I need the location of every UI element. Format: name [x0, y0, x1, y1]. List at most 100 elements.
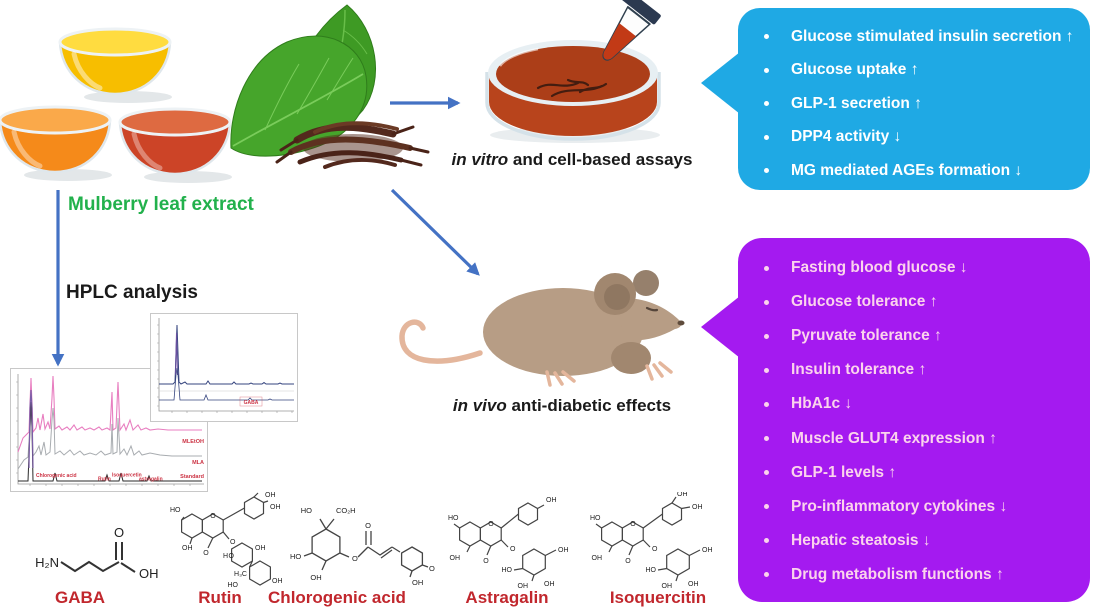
atom-label: HO	[502, 567, 513, 574]
atom-label: HO	[301, 506, 312, 515]
structure-chlorogenic-acid: HO CO₂H HO OH O O OH OH	[290, 506, 435, 587]
extract-bowls-illustration	[0, 27, 232, 183]
bullet-dot	[764, 265, 769, 271]
atom-label: OH	[558, 547, 569, 554]
atom-label: OH	[270, 504, 281, 511]
bullet-item: Drug metabolism functions ↑	[738, 558, 1090, 592]
mouse-feet	[545, 361, 673, 387]
arrow-to-invivo	[390, 188, 480, 276]
invivo-caption-italic: in vivo	[452, 396, 507, 415]
bullet-item: Glucose stimulated insulin secretion ↑	[738, 20, 1090, 54]
standard-trace-1	[159, 324, 294, 385]
invivo-bullet-list: Fasting blood glucose ↓ Glucose tolerance…	[738, 238, 1090, 592]
invivo-bubble-tail	[701, 296, 740, 358]
invitro-bubble-tail	[701, 52, 740, 114]
mouse-nose	[677, 320, 685, 326]
atom-label: H₂N	[35, 555, 59, 570]
atom-label: OH	[662, 583, 673, 588]
bullet-item: Pro-inflammatory cytokines ↓	[738, 490, 1090, 524]
bullet-item: Pyruvate tolerance ↑	[738, 319, 1090, 353]
atom-label: O	[230, 539, 236, 546]
bullet-dot	[764, 134, 769, 140]
invivo-caption: in vivo anti-diabetic effects	[422, 396, 702, 416]
invitro-bullet-list: Glucose stimulated insulin secretion ↑ Gl…	[738, 8, 1090, 188]
atom-label: OH	[255, 545, 266, 552]
atom-label: O	[203, 550, 209, 557]
bullet-dot	[764, 538, 769, 544]
atom-label: OH	[518, 583, 529, 588]
tissue-sample	[536, 78, 608, 98]
mulberry-extract-label: Mulberry leaf extract	[68, 194, 254, 215]
atom-label: OH	[182, 545, 193, 552]
peak-label-rutin: Rutin	[98, 477, 111, 483]
peak-label-isoquercetin: Isoquercetin	[112, 473, 142, 479]
atom-label: OH	[592, 555, 603, 562]
mouse-ear-far	[633, 270, 659, 296]
bullet-text: Glucose uptake ↑	[791, 61, 919, 79]
bullet-dot	[764, 572, 769, 578]
bullet-item: HbA1c ↓	[738, 387, 1090, 421]
trace-mla	[17, 407, 202, 470]
bullet-dot	[764, 34, 769, 40]
mouse-illustration	[399, 270, 685, 387]
bullet-text: Glucose tolerance ↑	[791, 293, 938, 311]
bullet-dot	[764, 168, 769, 174]
trace-label-standard: Standard	[180, 474, 204, 480]
mouse-eye	[645, 306, 659, 312]
bullet-text: Pyruvate tolerance ↑	[791, 327, 942, 345]
bullet-dot	[764, 333, 769, 339]
bullet-text: Muscle GLUT4 expression ↑	[791, 429, 997, 447]
orange-bowl	[0, 105, 112, 181]
peak-label-astragalin: astragalin	[139, 477, 163, 483]
hplc-chromatogram-standard: GABA	[150, 313, 298, 422]
bullet-dot	[764, 470, 769, 476]
invitro-caption-rest: and cell-based assays	[508, 150, 693, 169]
red-bowl	[118, 107, 232, 183]
bullet-item: Hepatic steatosis ↓	[738, 524, 1090, 558]
invitro-caption: in vitro and cell-based assays	[432, 150, 712, 170]
bullet-text: Pro-inflammatory cytokines ↓	[791, 497, 1008, 515]
atom-label: O	[488, 521, 494, 528]
bullet-item: MG mediated AGEs formation ↓	[738, 154, 1090, 188]
standard-trace-2	[159, 367, 294, 401]
atom-label: O	[352, 554, 358, 563]
bullet-dot	[764, 67, 769, 73]
bullet-text: DPP4 activity ↓	[791, 128, 902, 146]
bullet-text: Hepatic steatosis ↓	[791, 531, 931, 549]
atom-label: O	[510, 546, 516, 553]
atom-label: OH	[265, 492, 276, 499]
invitro-results-bubble: Glucose stimulated insulin secretion ↑ Gl…	[701, 8, 1090, 190]
bullet-item: Glucose tolerance ↑	[738, 285, 1090, 319]
compound-name-isoquercitin: Isoquercitin	[609, 588, 707, 607]
bullet-text: GLP-1 secretion ↑	[791, 94, 922, 112]
atom-label: O	[483, 558, 489, 565]
bullet-text: Insulin tolerance ↑	[791, 361, 927, 379]
atom-label: OH	[412, 578, 423, 587]
compound-name-astragalin: Astragalin	[465, 588, 549, 607]
atom-label: OH	[544, 581, 555, 588]
atom-label: HO	[590, 515, 601, 522]
mouse-tail	[399, 319, 483, 364]
bullet-item: Insulin tolerance ↑	[738, 353, 1090, 387]
bullet-dot	[764, 504, 769, 510]
bullet-item: GLP-1 secretion ↑	[738, 87, 1090, 121]
bullet-text: HbA1c ↓	[791, 395, 853, 413]
atom-label: OH	[450, 555, 461, 562]
trace-label-mletoh: MLEtOH	[182, 439, 204, 445]
bullet-item: Glucose uptake ↑	[738, 54, 1090, 88]
compound-name-rutin: Rutin	[198, 588, 242, 607]
atom-label: OH	[702, 547, 713, 554]
compound-name-chlorogenic-acid: Chlorogenic acid	[268, 588, 406, 607]
bullet-item: Fasting blood glucose ↓	[738, 251, 1090, 285]
bullet-dot	[764, 436, 769, 442]
atom-label: O	[625, 558, 631, 565]
atom-label: HO	[223, 553, 235, 560]
bullet-text: GLP-1 levels ↑	[791, 463, 897, 481]
trace-label-mla: MLA	[192, 460, 204, 466]
bullet-text: Fasting blood glucose ↓	[791, 259, 968, 277]
peak-label-chlorogenic: Chlorogenic acid	[36, 473, 77, 479]
atom-label: OH	[310, 573, 321, 582]
atom-label: H₃C	[234, 571, 247, 578]
bullet-dot	[764, 367, 769, 373]
atom-label: OH	[429, 564, 435, 573]
